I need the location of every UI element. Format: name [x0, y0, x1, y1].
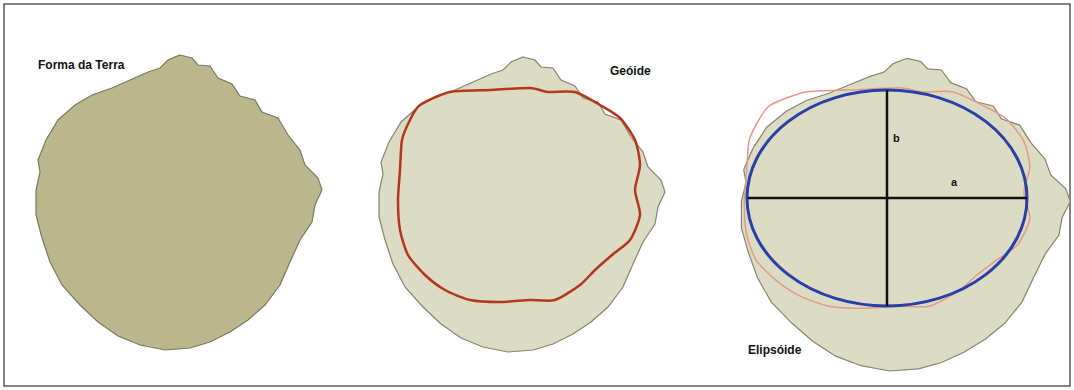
earth-shape [36, 55, 322, 350]
earth-shape [741, 58, 1070, 371]
shape-label: Geóide [610, 64, 651, 78]
axis-label: a [951, 176, 957, 189]
geoid-line [744, 88, 1030, 308]
axis-label: b [893, 132, 900, 145]
frame [4, 4, 1070, 386]
semi-minor-axis [886, 90, 889, 306]
geoid-line [398, 88, 640, 302]
shape-label: Forma da Terra [38, 58, 124, 72]
ellipsoid [747, 90, 1027, 306]
earth-shape [379, 57, 665, 352]
shape-label: Elipsóide [748, 343, 801, 357]
